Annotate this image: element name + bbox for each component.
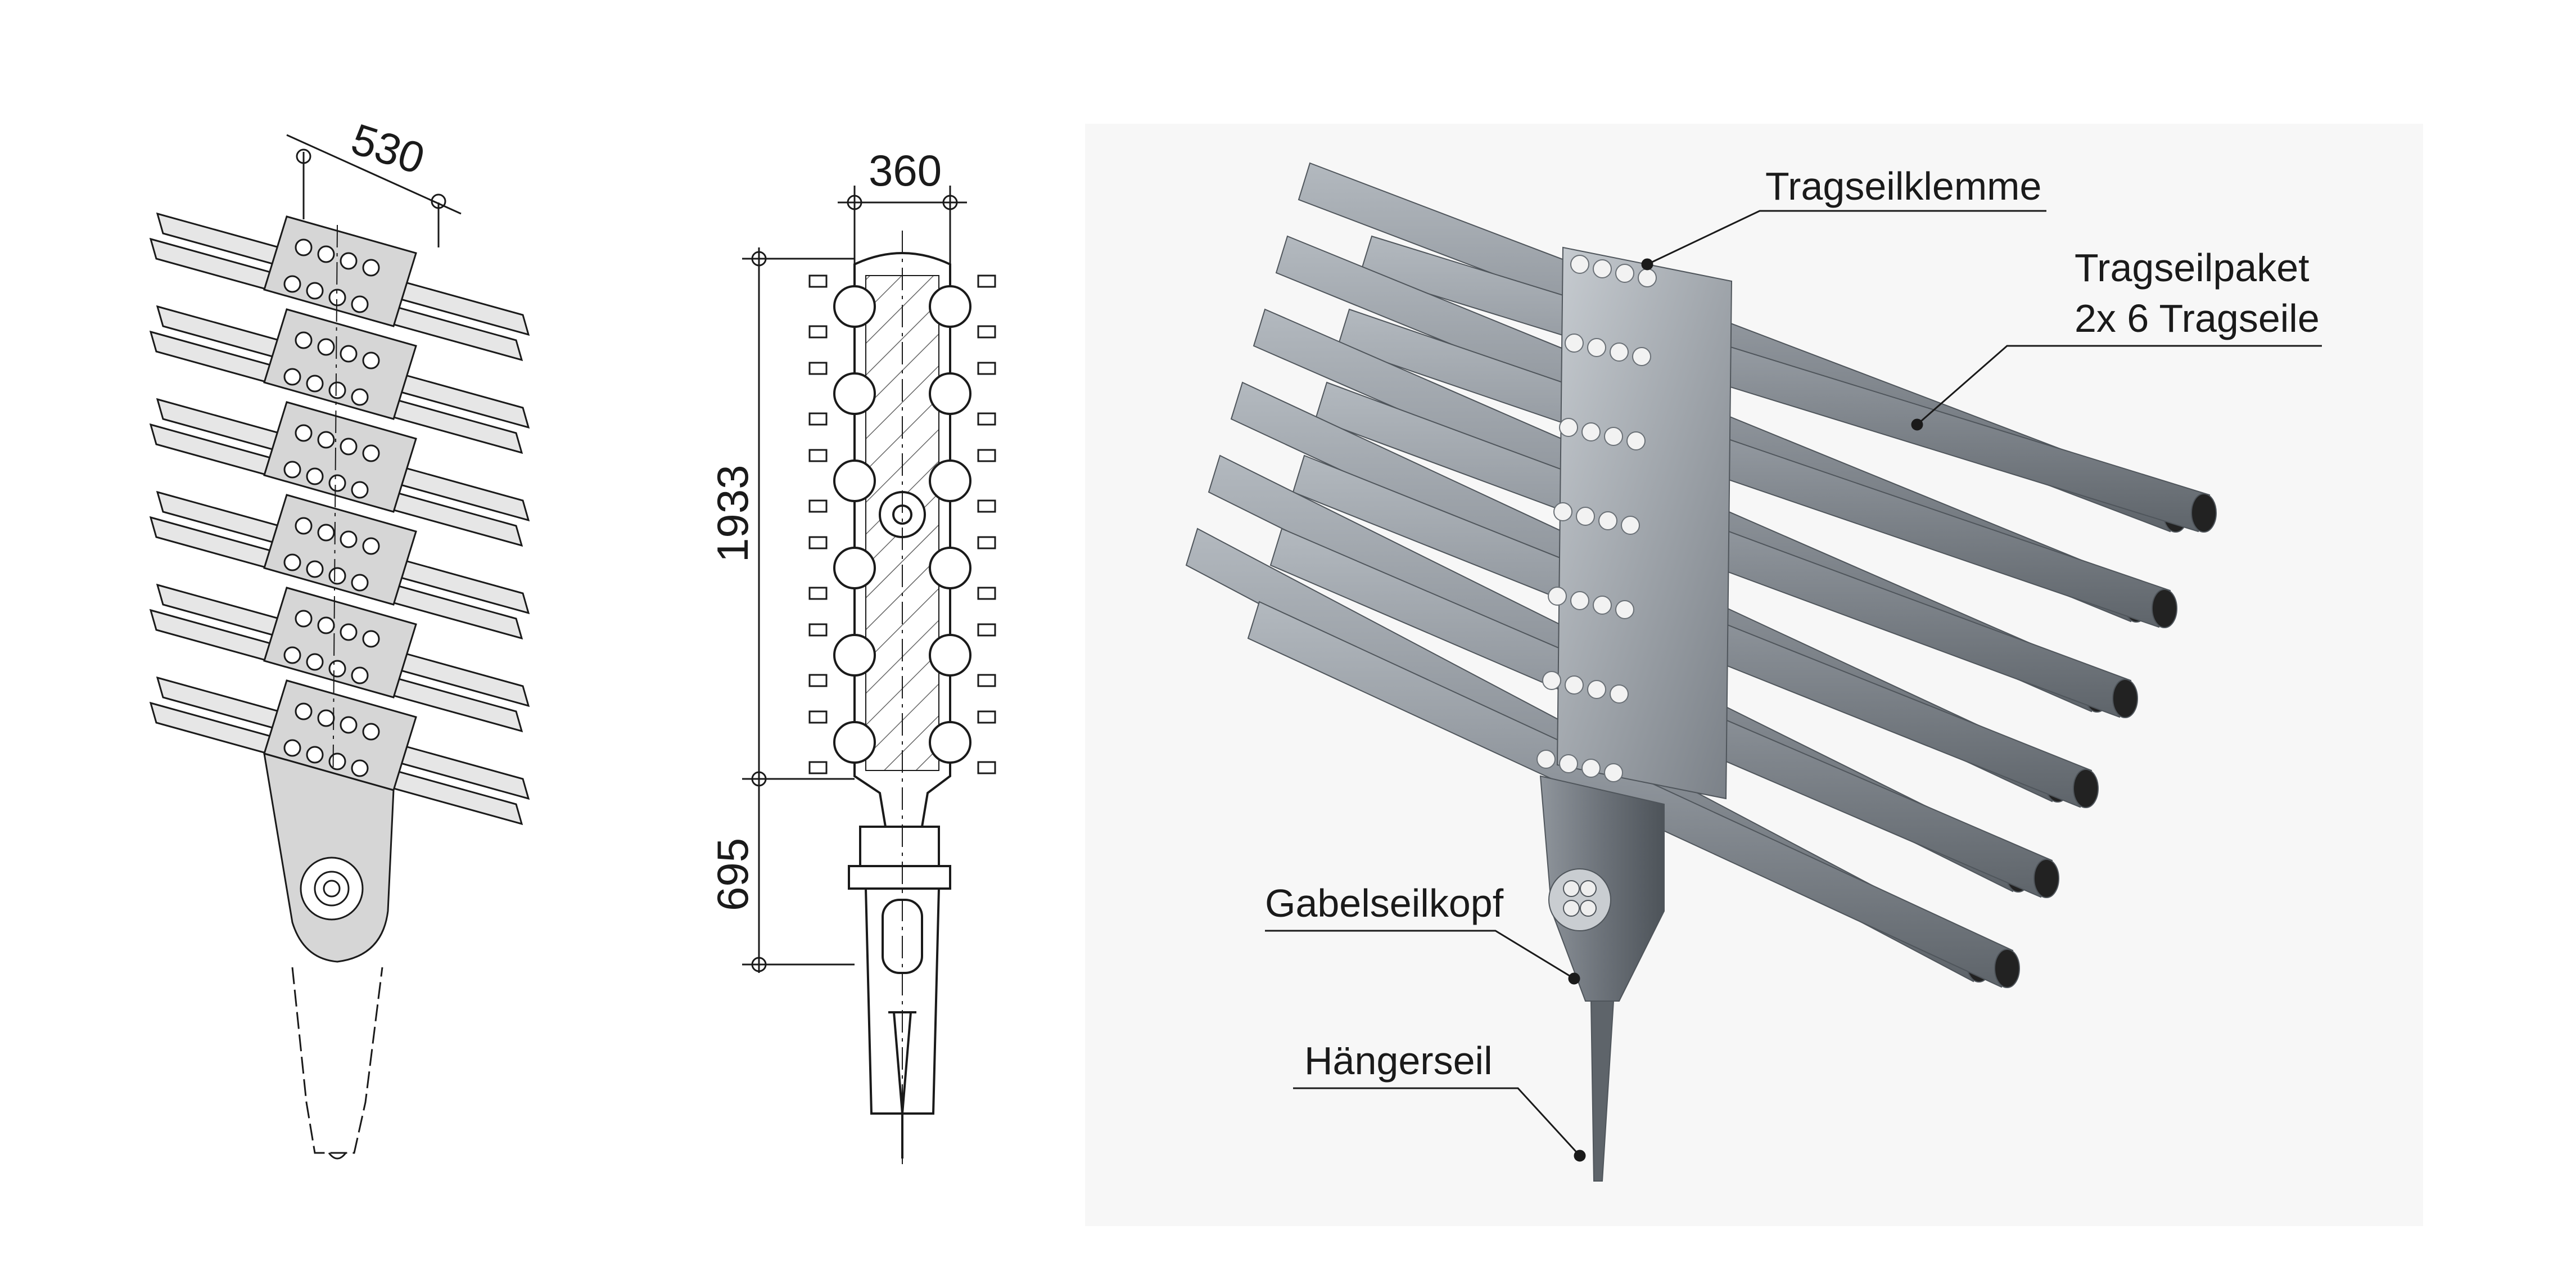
bolts-right <box>977 274 996 774</box>
dimension-530 <box>286 134 462 247</box>
fork-socket-elevation <box>848 826 951 1159</box>
bolts-left <box>808 274 828 774</box>
label-tragseilpaket-line1: Tragseilpaket <box>2075 246 2310 290</box>
label-tragseilklemme: Tragseilklemme <box>1765 164 2041 208</box>
label-tragseilpaket-line2: 2x 6 Tragseile <box>2075 296 2320 340</box>
clamp-1 <box>263 215 417 327</box>
clamp-2 <box>263 308 417 420</box>
isometric-line-view: 530 <box>149 114 530 1160</box>
dimension-360-label: 360 <box>869 146 942 195</box>
rope-holes-left <box>833 285 876 764</box>
dimension-695-label: 695 <box>708 838 757 911</box>
clamp-stack-render <box>1536 246 1733 800</box>
clamp-3 <box>263 401 417 513</box>
front-elevation-view: 360 1933 695 <box>708 146 996 1164</box>
dimension-vertical <box>742 247 855 973</box>
dimension-530-label: 530 <box>346 114 431 183</box>
dimension-1933-label: 1933 <box>708 465 757 562</box>
clamp-4 <box>263 494 417 606</box>
dimension-360 <box>838 186 967 264</box>
fork-socket-line-view <box>263 752 395 1160</box>
label-gabelseilkopf: Gabelseilkopf <box>1265 881 1504 925</box>
render-view: Tragseilklemme Tragseilpaket 2x 6 Tragse… <box>1085 124 2423 1226</box>
clamp-5 <box>263 587 417 698</box>
rope-holes-right <box>929 285 971 764</box>
fork-socket-render <box>1539 775 1665 1182</box>
callout-leaders <box>1265 210 2322 1162</box>
clamps-line-view <box>263 215 417 791</box>
label-haengerseil: Hängerseil <box>1304 1039 1493 1083</box>
clamp-body-elevation <box>808 252 996 828</box>
